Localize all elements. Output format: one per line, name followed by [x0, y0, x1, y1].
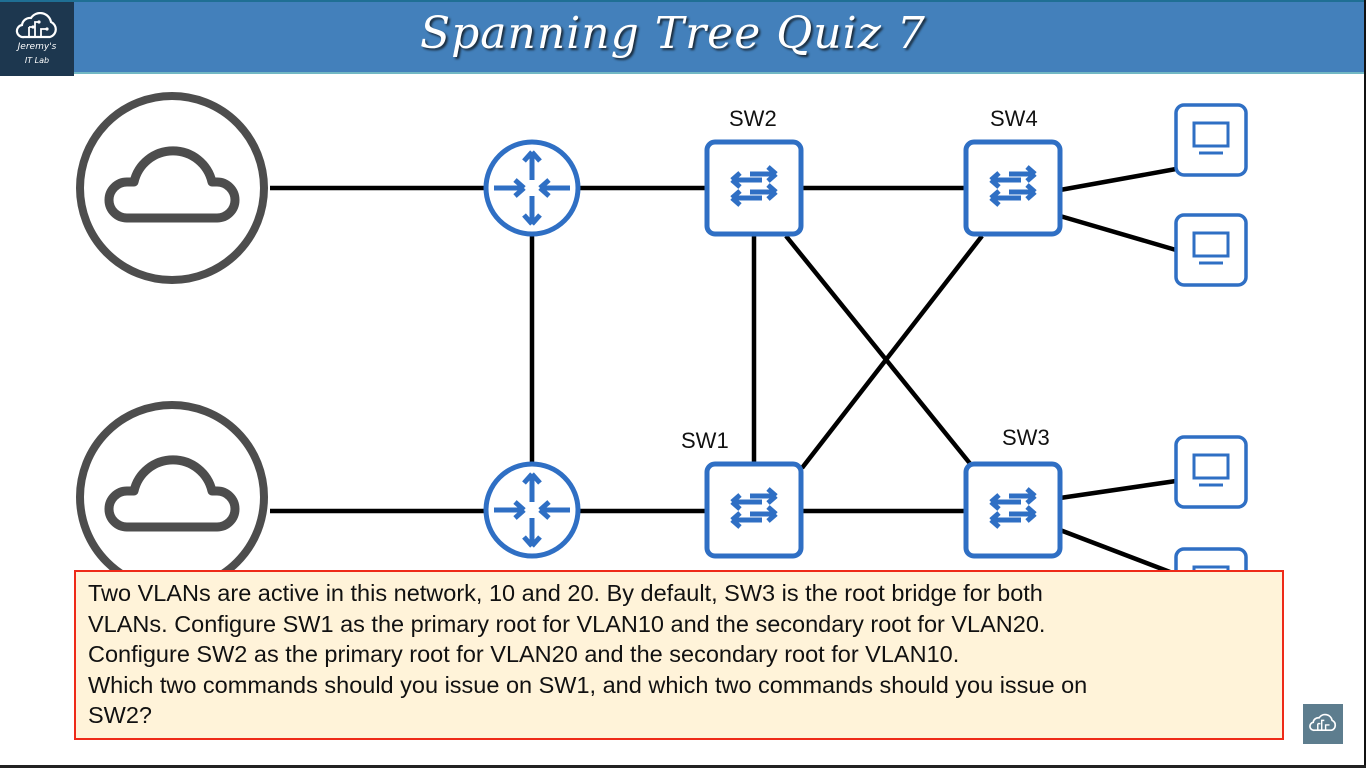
question-line: Two VLANs are active in this network, 10…: [88, 580, 1043, 606]
link-sw3-pc2: [1059, 527, 1171, 575]
link-sw1-sw4: [800, 234, 984, 470]
window-edge: [1364, 0, 1366, 768]
question-box: Two VLANs are active in this network, 10…: [74, 570, 1284, 740]
slide-title: Spanning Tree Quiz 7: [420, 8, 926, 59]
question-line: Which two commands should you issue on S…: [88, 671, 1088, 698]
link-sw4-pc1: [1059, 166, 1177, 193]
router-icon[interactable]: [483, 461, 581, 559]
link-sw4-pc2: [1059, 213, 1177, 253]
cloud-icon: [80, 96, 264, 280]
pc-icon[interactable]: [1174, 213, 1248, 287]
switch-label-sw4: SW4: [990, 106, 1038, 131]
question-line: VLANs. Configure SW1 as the primary root…: [88, 610, 1046, 637]
jeremys-it-lab-logo: Jeremy's IT Lab: [0, 2, 74, 76]
link-sw2-sw3: [784, 234, 974, 468]
slide-header: Jeremy's IT Lab Spanning Tree Quiz 7: [0, 0, 1366, 76]
pc-icon[interactable]: [1174, 435, 1248, 509]
logo-text-line2: IT Lab: [24, 56, 50, 65]
corner-logo: [1303, 704, 1343, 744]
switch-sw3[interactable]: [963, 461, 1063, 559]
switch-label-sw1: SW1: [681, 428, 729, 453]
logo-text-line1: Jeremy's: [17, 42, 57, 52]
link-sw3-pc1: [1059, 478, 1177, 501]
pc-icon[interactable]: [1174, 103, 1248, 177]
switch-sw1[interactable]: [704, 461, 804, 559]
switch-label-sw3: SW3: [1002, 425, 1050, 450]
router-icon[interactable]: [483, 139, 581, 237]
links: [270, 166, 1177, 575]
question-line: SW2?: [88, 702, 152, 728]
cloud-icon: [80, 405, 264, 589]
switch-label-sw2: SW2: [729, 106, 777, 131]
question-line: Configure SW2 as the primary root for VL…: [88, 641, 960, 667]
cloud-circuit-icon: [15, 12, 57, 39]
cloud-circuit-icon: [1309, 713, 1337, 732]
switch-sw2[interactable]: [704, 139, 804, 237]
window-edge: [0, 765, 1366, 768]
switch-sw4[interactable]: [963, 139, 1063, 237]
